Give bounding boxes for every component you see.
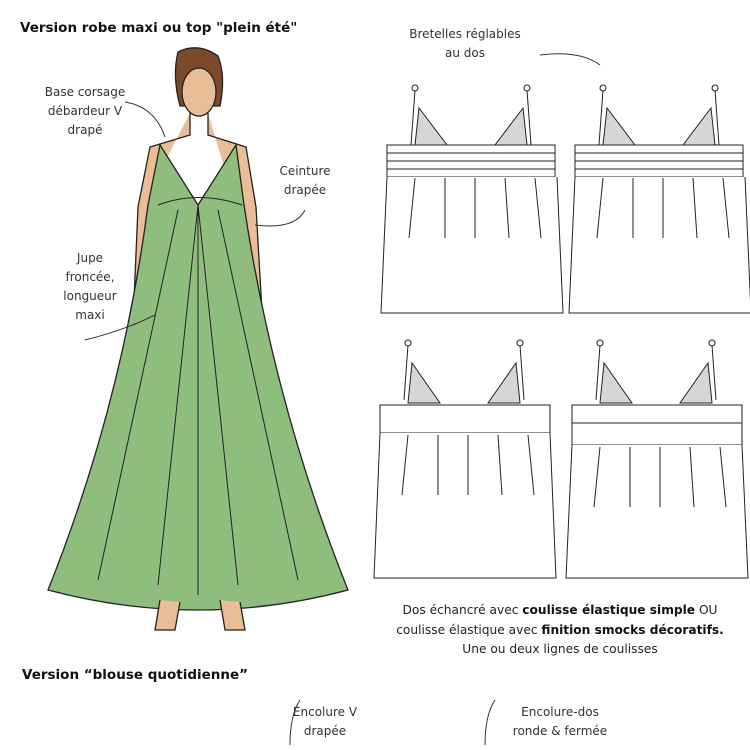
annotation-arrows (84, 53, 601, 746)
label-line: Bretelles réglables (409, 27, 521, 41)
flat-sketch-simple-smock (380, 84, 564, 314)
flat-sketch-smock (568, 84, 750, 314)
label-line: drapé (67, 123, 103, 137)
label-line: Encolure-dos (521, 705, 599, 719)
section-title-blouse: Version “blouse quotidienne” (22, 667, 249, 683)
section-title-maxi: Version robe maxi ou top "plein été" (20, 20, 298, 36)
flat-sketches (373, 84, 750, 579)
label-line: drapée (283, 183, 327, 197)
face (181, 67, 217, 117)
model-figure (47, 47, 349, 631)
label-line: au dos (445, 46, 485, 60)
label-line: ronde & fermée (512, 724, 608, 738)
label-line: Jupe (76, 251, 104, 265)
label-belt: Ceinture drapée (255, 162, 355, 200)
label-skirt: Jupe froncée, longueur maxi (40, 249, 140, 325)
caption-text: OU coulisse élastique avec (396, 603, 718, 637)
label-back-neckline: Encolure-dos ronde & fermée (495, 703, 625, 741)
label-line: drapée (303, 724, 347, 738)
caption-text: Une ou deux lignes de coulisses (462, 642, 658, 656)
label-straps: Bretelles réglables au dos (390, 25, 540, 63)
label-line: débardeur V (47, 104, 123, 118)
caption-text: Dos échancré avec (402, 603, 523, 617)
flat-sketch-two-casings (565, 339, 749, 579)
caption-bold: finition smocks décoratifs. (541, 622, 724, 637)
back-caption: Dos échancré avec coulisse élastique sim… (385, 601, 735, 660)
label-line: Base corsage (44, 85, 126, 99)
label-bodice: Base corsage débardeur V drapé (20, 83, 150, 140)
label-line: longueur (63, 289, 117, 303)
label-neckline: Encolure V drapée (270, 703, 380, 741)
label-line: froncée, (65, 270, 115, 284)
label-line: Encolure V (292, 705, 358, 719)
label-line: maxi (75, 308, 105, 322)
label-line: Ceinture (279, 164, 331, 178)
caption-bold: coulisse élastique simple (522, 603, 696, 617)
flat-sketch-one-casing (373, 339, 557, 579)
